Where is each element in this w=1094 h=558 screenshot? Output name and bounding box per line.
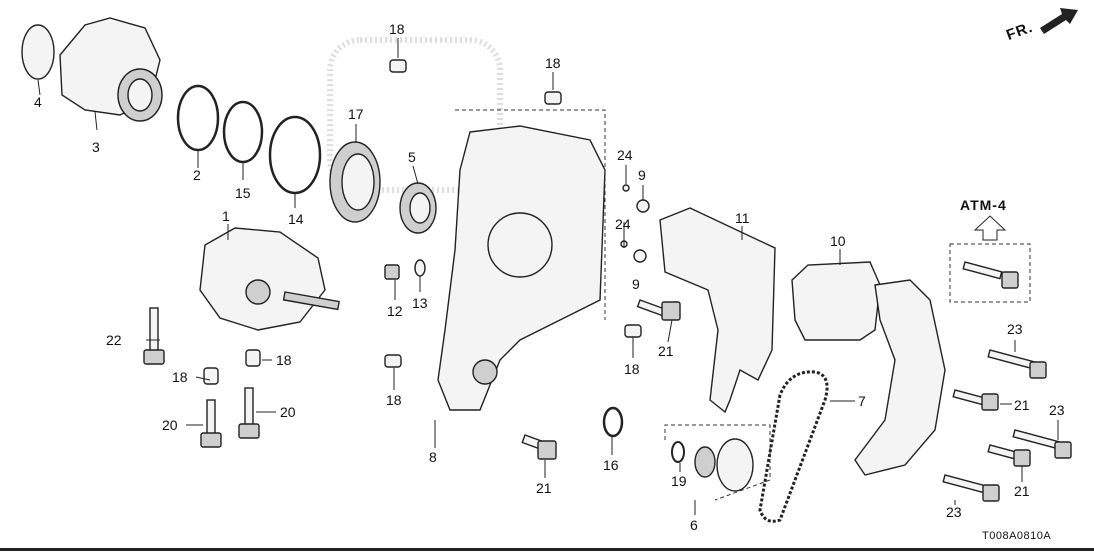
part-22-flange-bolt[interactable]	[143, 307, 165, 365]
group-box-atm4	[949, 243, 1031, 303]
part-23-flange-bolt[interactable]	[987, 349, 1047, 379]
callout-18e: 18	[172, 369, 188, 385]
callout-4: 4	[34, 94, 42, 110]
part-23-flange-bolt[interactable]	[1012, 429, 1072, 459]
callout-3: 3	[92, 139, 100, 155]
callout-5: 5	[408, 149, 416, 165]
callout-23a: 23	[1007, 321, 1023, 337]
callout-21a: 21	[536, 480, 552, 496]
part-9-plug[interactable]	[633, 249, 647, 263]
part-8-main-valve-body[interactable]	[437, 125, 606, 411]
callout-9a: 9	[638, 167, 646, 183]
callout-1: 1	[222, 208, 230, 224]
part-7-drive-chain[interactable]	[758, 370, 829, 523]
callout-18d: 18	[624, 361, 640, 377]
group-box-sprocket	[664, 424, 771, 501]
part-21-flange-bolt[interactable]	[952, 389, 999, 411]
callout-17: 17	[348, 106, 364, 122]
front-direction-arrow	[1040, 8, 1078, 34]
part-1-oil-pump[interactable]	[199, 227, 340, 331]
part-2-snap-ring[interactable]	[176, 84, 220, 152]
callout-18b: 18	[545, 55, 561, 71]
part-20-flange-bolt[interactable]	[238, 387, 260, 439]
part-18-dowel-pin[interactable]	[624, 324, 642, 338]
part-5-needle-bearing[interactable]	[399, 182, 437, 234]
part-17-bearing[interactable]	[329, 141, 381, 223]
part-21-flange-bolt[interactable]	[521, 434, 557, 460]
part-6-sprocket[interactable]	[671, 438, 754, 492]
callout-19: 19	[671, 473, 687, 489]
callout-24a: 24	[617, 147, 633, 163]
part-13-washer[interactable]	[414, 259, 426, 277]
part-18-dowel-pin[interactable]	[245, 349, 261, 367]
callout-16: 16	[603, 457, 619, 473]
part-bracket[interactable]	[854, 279, 946, 476]
callout-18f: 18	[276, 352, 292, 368]
callout-13: 13	[412, 295, 428, 311]
callout-24b: 24	[615, 216, 631, 232]
background-emblem	[327, 37, 503, 193]
part-18-dowel-pin[interactable]	[203, 367, 219, 385]
callout-21c: 21	[1014, 397, 1030, 413]
part-19-snap-ring[interactable]	[671, 441, 685, 463]
bottom-rule	[0, 548, 1094, 551]
callout-15: 15	[235, 185, 251, 201]
callout-6: 6	[690, 517, 698, 533]
callout-23b: 23	[1049, 402, 1065, 418]
part-atm4-bolt[interactable]	[962, 261, 1019, 289]
callout-10: 10	[830, 233, 846, 249]
part-14-snap-ring[interactable]	[268, 115, 322, 195]
callout-9b: 9	[632, 276, 640, 292]
callout-18c: 18	[386, 392, 402, 408]
part-24-ball[interactable]	[622, 184, 630, 192]
part-18-dowel-pin[interactable]	[384, 354, 402, 368]
part-12-bolt[interactable]	[384, 264, 400, 280]
part-3-stator-shaft[interactable]	[59, 17, 163, 122]
part-16-o-ring[interactable]	[602, 406, 624, 438]
callout-7: 7	[858, 393, 866, 409]
callout-23c: 23	[946, 504, 962, 520]
callout-21b: 21	[658, 343, 674, 359]
atm4-arrow	[973, 215, 1007, 241]
part-10-regulator-valve-body[interactable]	[791, 261, 881, 341]
callout-20a: 20	[162, 417, 178, 433]
callout-12: 12	[387, 303, 403, 319]
callout-11: 11	[735, 210, 750, 226]
callout-2: 2	[193, 167, 201, 183]
callout-21d: 21	[1014, 483, 1030, 499]
callout-22: 22	[106, 332, 122, 348]
part-15-seal-ring[interactable]	[222, 100, 264, 164]
callout-18a: 18	[389, 21, 405, 37]
callout-8: 8	[429, 449, 437, 465]
group-box-valve-body	[455, 109, 606, 320]
leader-lines	[37, 38, 1059, 515]
part-18-dowel-pin[interactable]	[389, 59, 407, 73]
callout-20b: 20	[280, 404, 296, 420]
part-11-separator-plate[interactable]	[659, 207, 776, 414]
atm-group-label: ATM-4	[960, 197, 1007, 213]
diagram-code: T008A0810A	[982, 530, 1052, 542]
part-18-dowel-pin[interactable]	[544, 91, 562, 105]
callout-14: 14	[288, 211, 304, 227]
part-21-flange-bolt[interactable]	[987, 444, 1031, 467]
part-23-flange-bolt[interactable]	[942, 474, 1000, 502]
part-9-plug[interactable]	[636, 199, 650, 213]
part-21-flange-bolt[interactable]	[636, 299, 681, 321]
part-20-flange-bolt[interactable]	[200, 399, 222, 448]
part-4-o-ring[interactable]	[21, 24, 55, 80]
